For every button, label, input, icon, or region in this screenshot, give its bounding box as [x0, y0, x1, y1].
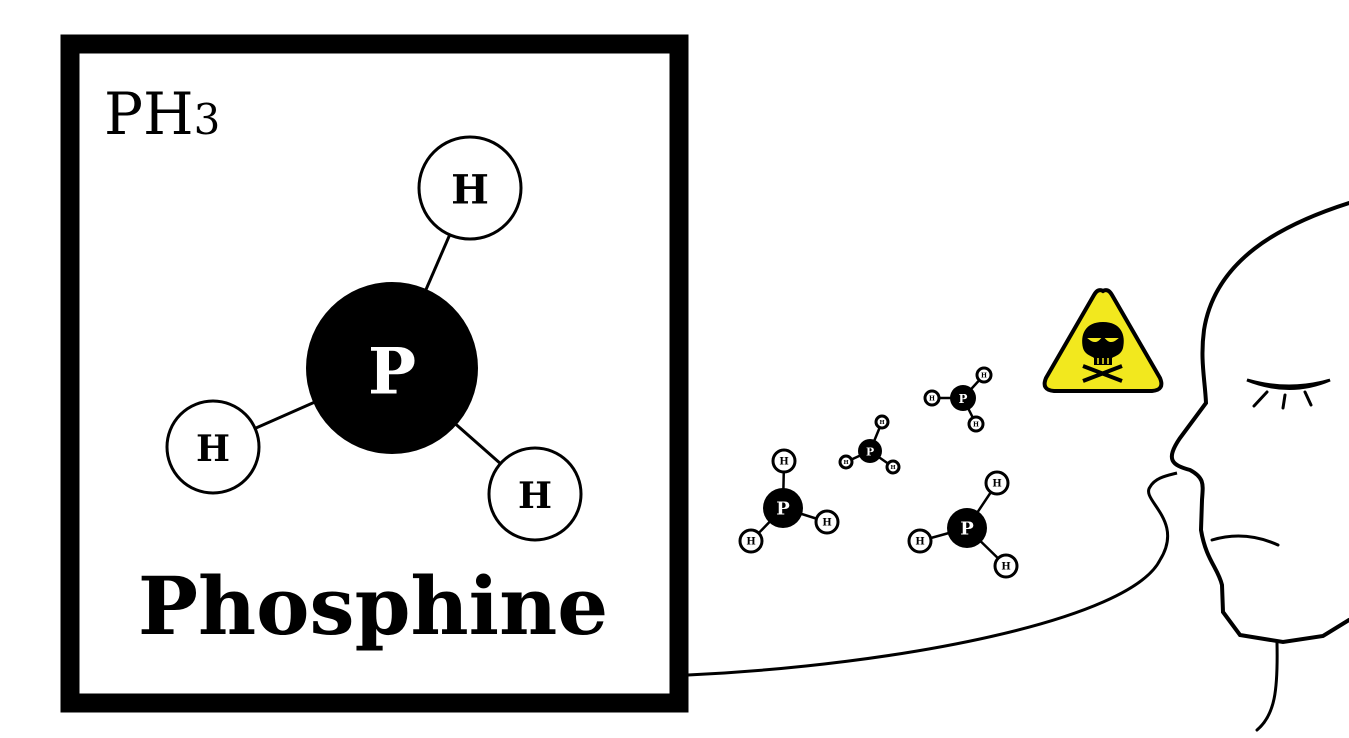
hydrogen-atom	[487, 446, 583, 542]
breath-line	[687, 471, 1178, 677]
hydrogen-label: H	[981, 373, 987, 380]
formula-label: PH3	[104, 80, 220, 148]
face-profile-icon	[1169, 201, 1349, 732]
phosphorus-label: P	[960, 519, 974, 540]
phosphorus-atom	[306, 282, 478, 454]
hydrogen-atom	[874, 414, 890, 430]
hydrogen-atom	[838, 454, 854, 470]
svg-text:H: H	[196, 428, 230, 470]
svg-text:H: H	[451, 167, 489, 214]
hydrogen-label: H	[992, 479, 1001, 490]
hydrogen-atom	[885, 459, 901, 475]
hydrogen-atom	[814, 509, 840, 535]
phosphorus-label: P	[959, 392, 968, 406]
hydrogen-label: H	[746, 537, 755, 548]
hydrogen-atom	[993, 553, 1019, 579]
hydrogen-atom	[771, 448, 797, 474]
hydrogen-label: H	[1001, 562, 1010, 573]
hydrogen-label: H	[915, 537, 924, 548]
hydrogen-label: H	[779, 457, 788, 468]
floating-molecules: P H H H P H H H P H H H P H H H	[738, 366, 1019, 579]
hydrogen-atom	[738, 528, 764, 554]
phosphorus-label: P	[866, 446, 874, 459]
svg-text:H: H	[518, 475, 552, 517]
hydrogen-label: H	[822, 518, 831, 529]
hydrogen-atom	[907, 528, 933, 554]
hydrogen-atom	[975, 366, 993, 384]
hydrogen-atom	[967, 415, 985, 433]
hydrogen-atom	[417, 135, 523, 241]
hydrogen-label: H	[973, 422, 979, 429]
hydrogen-atom	[984, 470, 1010, 496]
phosphorus-label: P	[776, 499, 790, 520]
hydrogen-label: H	[843, 460, 848, 466]
hydrogen-atom	[165, 399, 261, 495]
phosphine-molecule: P H H H	[165, 135, 583, 542]
skull-warning-icon	[1042, 288, 1164, 393]
hydrogen-label: H	[879, 420, 884, 426]
phosphorus-atom	[947, 508, 987, 548]
hydrogen-label: H	[929, 396, 935, 403]
svg-text:P: P	[368, 335, 416, 410]
phosphorus-atom	[763, 488, 803, 528]
phosphorus-atom	[950, 385, 976, 411]
phosphorus-atom	[858, 439, 882, 463]
hydrogen-atom	[923, 389, 941, 407]
compound-name: Phosphine	[138, 559, 608, 653]
hydrogen-label: H	[890, 465, 895, 471]
